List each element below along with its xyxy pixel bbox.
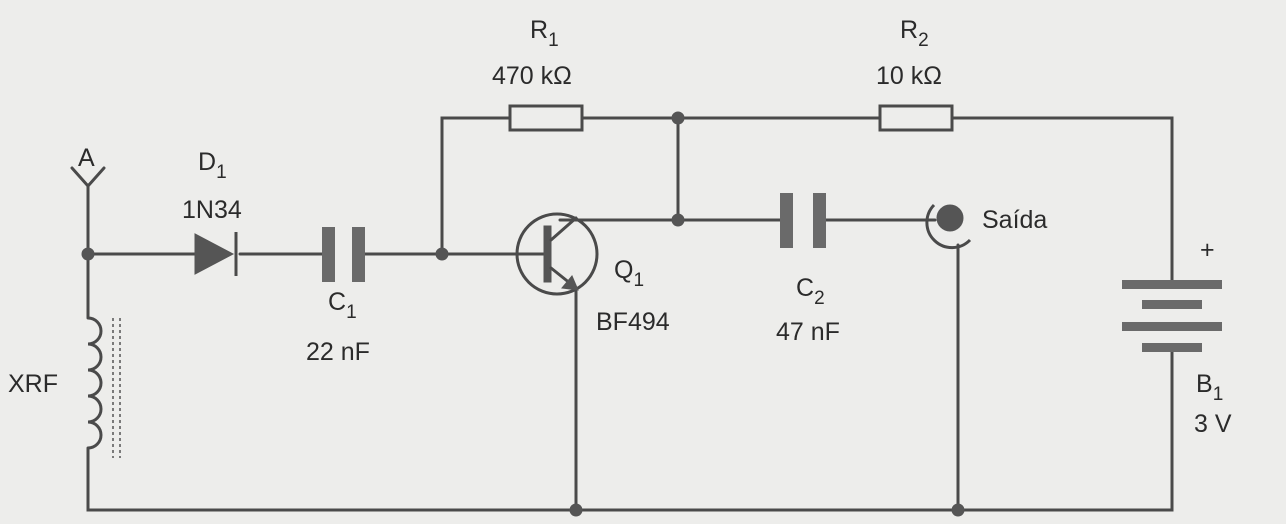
output-label: Saída [982, 206, 1047, 234]
wire-base-r1 [440, 116, 512, 256]
b1-value: 3 V [1194, 410, 1232, 438]
b1-polarity: + [1200, 236, 1215, 264]
b1-label: B1 [1196, 370, 1223, 405]
c1-label: C1 [328, 288, 357, 323]
d1-label: D1 [198, 148, 227, 183]
junction-dot [81, 247, 95, 261]
r1-label: R1 [530, 16, 559, 51]
xrf-label: XRF [8, 370, 58, 398]
q1-value: BF494 [596, 308, 670, 336]
resistor-r1: R1 470 kΩ [492, 16, 584, 132]
wire-r2-battery [950, 116, 1174, 282]
inductor-xrf: XRF [8, 316, 121, 458]
r2-value: 10 kΩ [876, 62, 942, 90]
diode-d1: D1 1N34 [182, 148, 242, 276]
r1-value: 470 kΩ [492, 62, 572, 90]
junction-dot [671, 213, 685, 227]
resistor-r2: R2 10 kΩ [876, 16, 954, 132]
q1-label: Q1 [614, 256, 644, 291]
antenna-label: A [78, 144, 95, 172]
d1-value: 1N34 [182, 196, 242, 224]
c2-label: C2 [796, 274, 825, 309]
antenna-symbol: A [70, 144, 106, 189]
transistor-q1: Q1 BF494 [515, 212, 670, 336]
c2-value: 47 nF [776, 318, 840, 346]
junction-dot [435, 247, 449, 261]
wire-antenna-diode [86, 183, 197, 256]
wires [86, 116, 1174, 512]
battery-b1: + B1 3 V [1122, 236, 1232, 438]
junction-dot [569, 503, 583, 517]
junction-dot [951, 503, 965, 517]
capacitor-c1: C1 22 nF [306, 227, 370, 366]
wire-ground-bus [86, 350, 1174, 512]
c1-value: 22 nF [306, 338, 370, 366]
junction-dot [671, 111, 685, 125]
capacitor-c2: C2 47 nF [776, 193, 840, 346]
junctions [81, 111, 965, 517]
output-jack: Saída [925, 203, 1047, 250]
r2-label: R2 [900, 16, 929, 51]
